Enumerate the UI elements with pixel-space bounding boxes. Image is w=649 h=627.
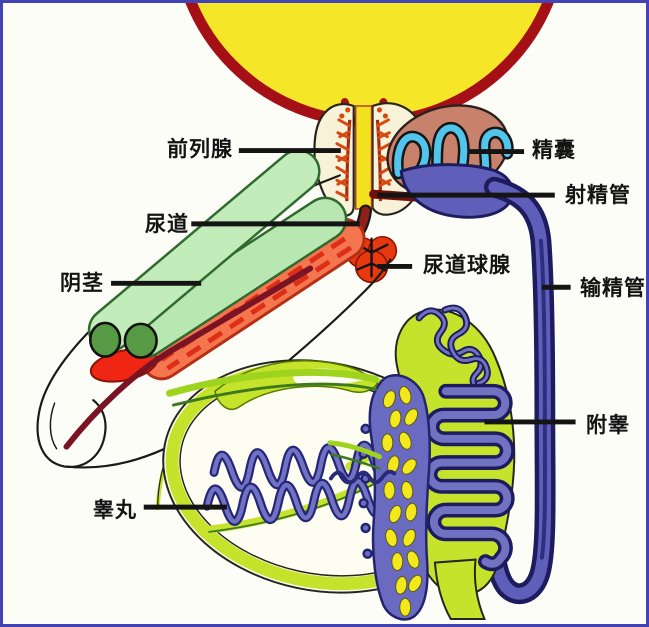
label-penis: 阴茎 <box>60 272 104 295</box>
label-epididymis: 附睾 <box>586 414 630 437</box>
label-bulbourethral-gland: 尿道球腺 <box>423 254 511 277</box>
pampiniform-plexus-shape <box>358 374 431 621</box>
leader-lines <box>111 148 576 510</box>
label-testis: 睾丸 <box>93 499 137 522</box>
label-prostate: 前列腺 <box>167 138 233 161</box>
penile-urethra-line <box>63 265 314 450</box>
penis-glans-contour <box>36 399 107 468</box>
diagram-canvas <box>36 3 576 621</box>
label-ejaculatory-duct: 射精管 <box>565 184 631 207</box>
cavernosum-end-right <box>123 322 158 359</box>
bladder-shape <box>185 3 554 128</box>
penis-shape <box>36 149 392 469</box>
label-urethra: 尿道 <box>145 213 189 236</box>
label-vas-deferens: 输精管 <box>580 277 646 300</box>
vas-deferens-shape <box>482 176 556 605</box>
seminiferous-tubule-row2 <box>202 476 390 527</box>
label-seminal-vesicle: 精囊 <box>532 139 576 162</box>
cavernosum-end-left <box>88 321 122 358</box>
spermatic-cord-lines <box>166 368 397 485</box>
pampiniform-ovals <box>381 385 423 617</box>
